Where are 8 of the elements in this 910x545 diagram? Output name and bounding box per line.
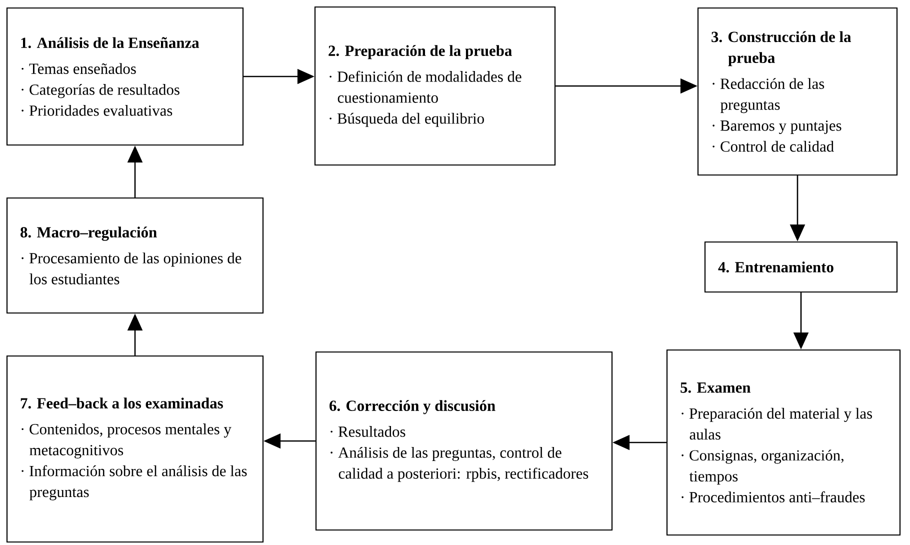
process-box: 6. Corrección y discusión · Resultados · Análisis de las preguntas, control de calidad a posteriori: rpbis, rectificadores [315, 351, 613, 531]
process-box: 8. Macro–regulación · Procesamiento de las opiniones de los estudiantes [6, 197, 264, 314]
process-box: 3. Construcción de la prueba · Redacción de las preguntas · Baremos y puntajes · Control de calidad [697, 7, 898, 176]
process-box: 5. Examen · Preparación del material y las aulas · Consignas, organización, tiempos · Procedimientos anti–fraudes [666, 349, 901, 536]
process-box: 4. Entrenamiento [704, 241, 898, 293]
process-box: 7. Feed–back a los examinadas · Contenidos, procesos mentales y metacognitivos · Información sobre el análisis de las preguntas [6, 355, 264, 543]
process-box: 1. Análisis de la Enseñanza · Temas enseñados · Categorías de resultados · Prioridades evaluativas [6, 7, 244, 146]
process-box: 2. Preparación de la prueba · Definición de modalidades de cuestionamiento · Búsqueda del equilibrio [314, 6, 556, 166]
